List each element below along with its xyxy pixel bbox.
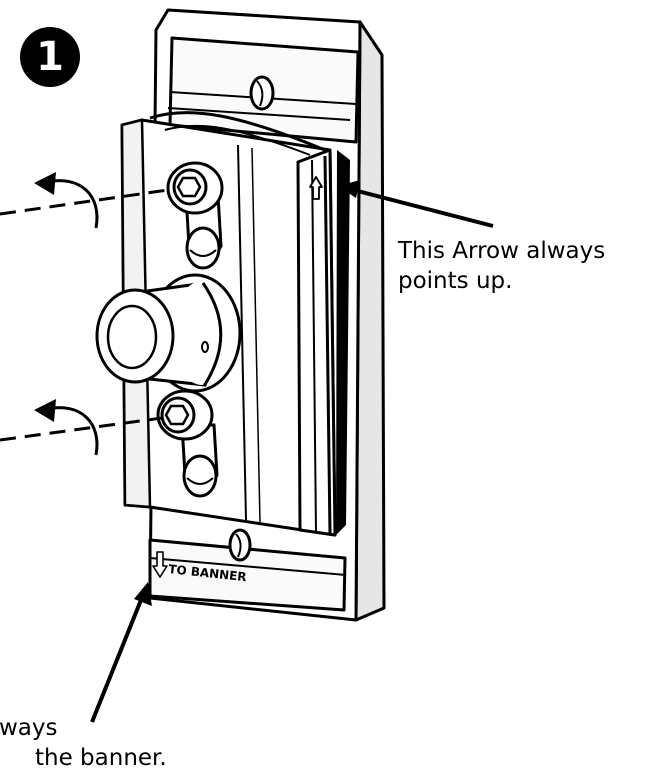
clamp-knob	[95, 273, 242, 393]
callout-leader-arrow-up	[338, 180, 494, 228]
bottom-mounting-hole	[228, 528, 252, 562]
top-mounting-hole	[249, 75, 275, 111]
callout-line: This Arrow always	[398, 238, 606, 264]
up-arrow-icon	[309, 176, 323, 200]
callout-arrow-up: This Arrow always points up.	[398, 236, 605, 296]
step-number-badge: 1	[20, 27, 80, 87]
hex-bolt-icon	[164, 404, 190, 426]
rotate-arrow-icon	[0, 399, 163, 456]
callout-leader-to-banner	[90, 582, 152, 723]
hex-bolt-icon	[176, 176, 202, 198]
rotate-arrow-icon	[0, 172, 169, 229]
lower-hex-bolt	[156, 389, 219, 498]
callout-line: points up.	[398, 268, 513, 294]
callout-line: the banner.	[35, 745, 167, 771]
callout-line: ways	[0, 715, 58, 741]
upper-hex-bolt	[166, 161, 224, 270]
down-arrow-icon	[152, 551, 168, 578]
callout-to-banner: ways the banner.	[0, 713, 299, 773]
